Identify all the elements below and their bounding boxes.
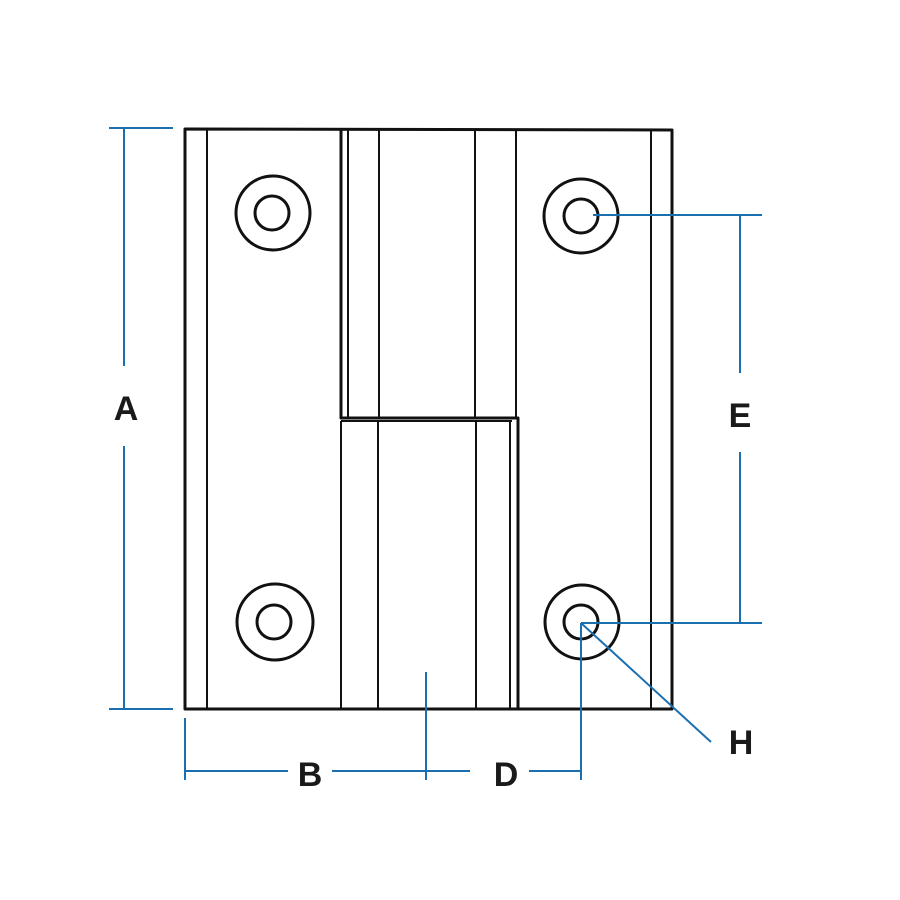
dimension-b-d: B D bbox=[184, 623, 582, 794]
screw-hole-top-left bbox=[234, 174, 312, 252]
dimension-label-e: E bbox=[729, 397, 752, 435]
dimension-a: A bbox=[109, 127, 173, 710]
hinge-body bbox=[183, 127, 674, 711]
dimension-h: H bbox=[580, 622, 754, 762]
dimension-label-a: A bbox=[114, 390, 139, 428]
screw-hole-bottom-left bbox=[235, 582, 315, 662]
dimension-e: E bbox=[581, 214, 762, 624]
hinge-outer-outline bbox=[183, 127, 674, 711]
upper-knuckle-outline bbox=[339, 128, 520, 711]
dimension-label-d: D bbox=[494, 756, 519, 794]
dimension-label-b: B bbox=[298, 756, 323, 794]
dimension-label-h: H bbox=[729, 724, 754, 762]
